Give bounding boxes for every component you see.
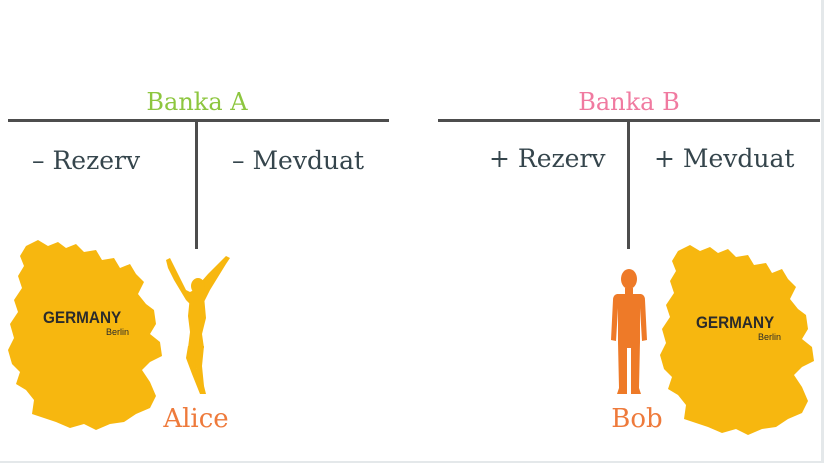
germany-map-icon	[660, 245, 814, 435]
person-a-name: Alice	[163, 404, 229, 434]
standing-person-icon	[611, 269, 647, 394]
bank-b-deposit-entry: + Mevduat	[654, 144, 795, 173]
bank-a-t-account-horizontal-line	[8, 119, 389, 122]
bank-b-t-account-vertical-line	[627, 121, 630, 249]
bank-a-t-account-vertical-line	[195, 121, 198, 249]
map-a-country-label: GERMANY	[43, 308, 122, 327]
map-a-capital-label: Berlin	[106, 327, 130, 337]
person-b-name: Bob	[611, 404, 663, 434]
woman-raising-arms-icon	[166, 256, 230, 394]
germany-map-icon	[8, 240, 162, 430]
bank-b-title: Banka B	[578, 88, 680, 116]
bank-a-reserve-entry: – Rezerv	[32, 146, 141, 175]
map-b-country-label: GERMANY	[696, 313, 775, 332]
map-b-capital-label: Berlin	[758, 332, 782, 342]
bank-b-reserve-entry: + Rezerv	[489, 144, 606, 173]
bank-b-t-account-horizontal-line	[438, 119, 820, 122]
bank-a-deposit-entry: – Mevduat	[232, 146, 365, 175]
bank-a-title: Banka A	[146, 88, 248, 116]
